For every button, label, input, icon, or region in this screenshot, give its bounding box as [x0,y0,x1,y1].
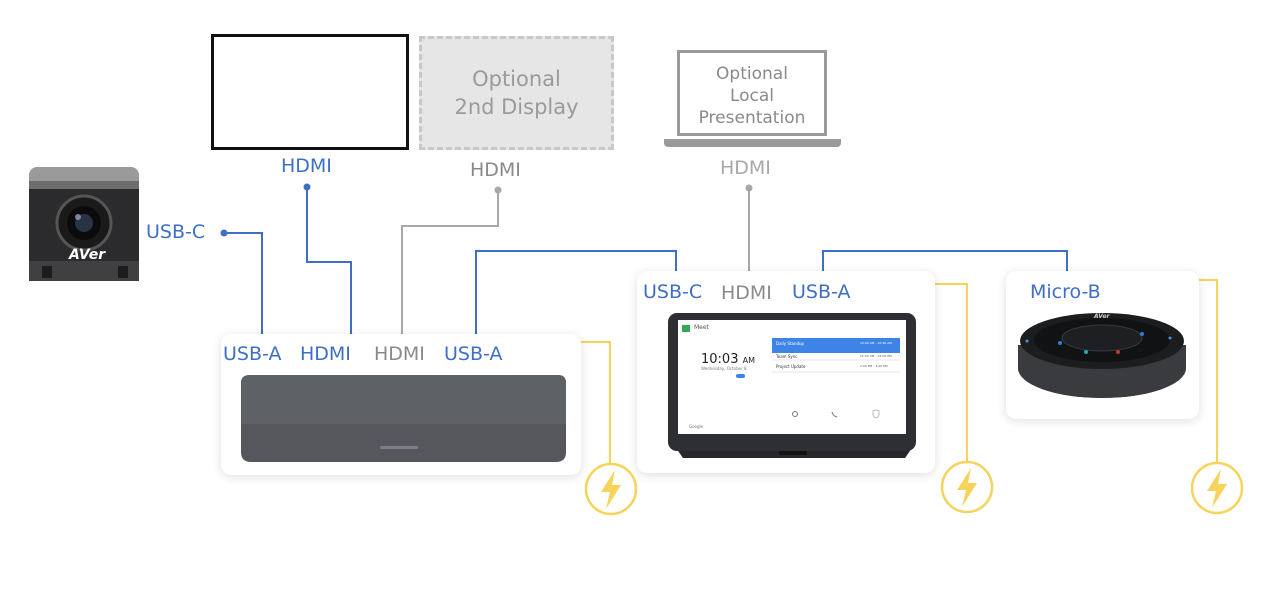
meeting-2-time: 11:00 AM – 12:00 PM [860,354,892,358]
connector-dot [303,183,311,191]
connector-dot [745,184,753,192]
touch-panel-app-name: Meet [694,324,709,331]
connector-dot [220,229,228,237]
main-display-hdmi-label: HDMI [281,155,332,177]
hdmi-cable-main-display [306,187,352,337]
camera-brand-logo: AVer [69,247,106,263]
optional-second-display: Optional 2nd Display [419,36,614,150]
laptop-line1: Optional [716,64,788,84]
optional-display-line2: 2nd Display [454,95,579,119]
compute-usb-a-port-1: USB-A [223,343,282,365]
meeting-3-title[interactable]: Project Update [776,364,806,369]
speakerphone-brand-logo: AVer [1094,313,1110,320]
optional-display-hdmi-label: HDMI [470,159,521,181]
touch-panel-usb-a-port: USB-A [792,281,851,303]
camera-usb-c-label: USB-C [146,221,206,243]
laptop-hdmi-label: HDMI [720,157,771,179]
touch-panel-clock: 10:03 AM [701,352,755,369]
hdmi-cable-optional-display [401,190,499,337]
compute-usb-a-port-2: USB-A [444,343,503,365]
power-bolt-icon [1190,461,1244,515]
usb-cable-speakerphone [822,250,1068,276]
laptop-base [664,139,841,147]
meeting-2-title[interactable]: Team Sync [776,354,798,359]
meeting-1-title[interactable]: Daily Standup [776,341,805,346]
laptop-line2: Local [729,86,775,106]
speakerphone-micro-b-port: Micro-B [1030,281,1101,303]
usb-cable-camera [224,232,263,337]
touch-panel-date: Wednesday, October 8 [701,366,747,371]
power-bolt-icon [584,462,638,516]
usb-cable-touch-panel [475,250,677,337]
compute-hdmi-port-1: HDMI [300,343,351,365]
connector-dot [494,186,502,194]
touch-panel-time: 10:03 [701,352,739,367]
optional-display-line1: Optional [472,67,561,91]
power-bolt-icon [940,460,994,514]
touch-panel-hdmi-port: HDMI [721,282,772,304]
touch-panel-footer: Google [689,424,704,429]
laptop-line3: Presentation [698,108,806,128]
laptop-screen: Optional Local Presentation [677,50,827,136]
compute-hdmi-port-2: HDMI [374,343,425,365]
touch-panel-usb-c-port: USB-C [643,281,703,303]
touch-panel-ampm: AM [742,356,755,365]
main-display [211,34,409,150]
meeting-3-time: 2:00 PM – 3:00 PM [860,364,888,368]
meeting-1-time: 10:00 AM – 10:30 AM [860,341,892,345]
